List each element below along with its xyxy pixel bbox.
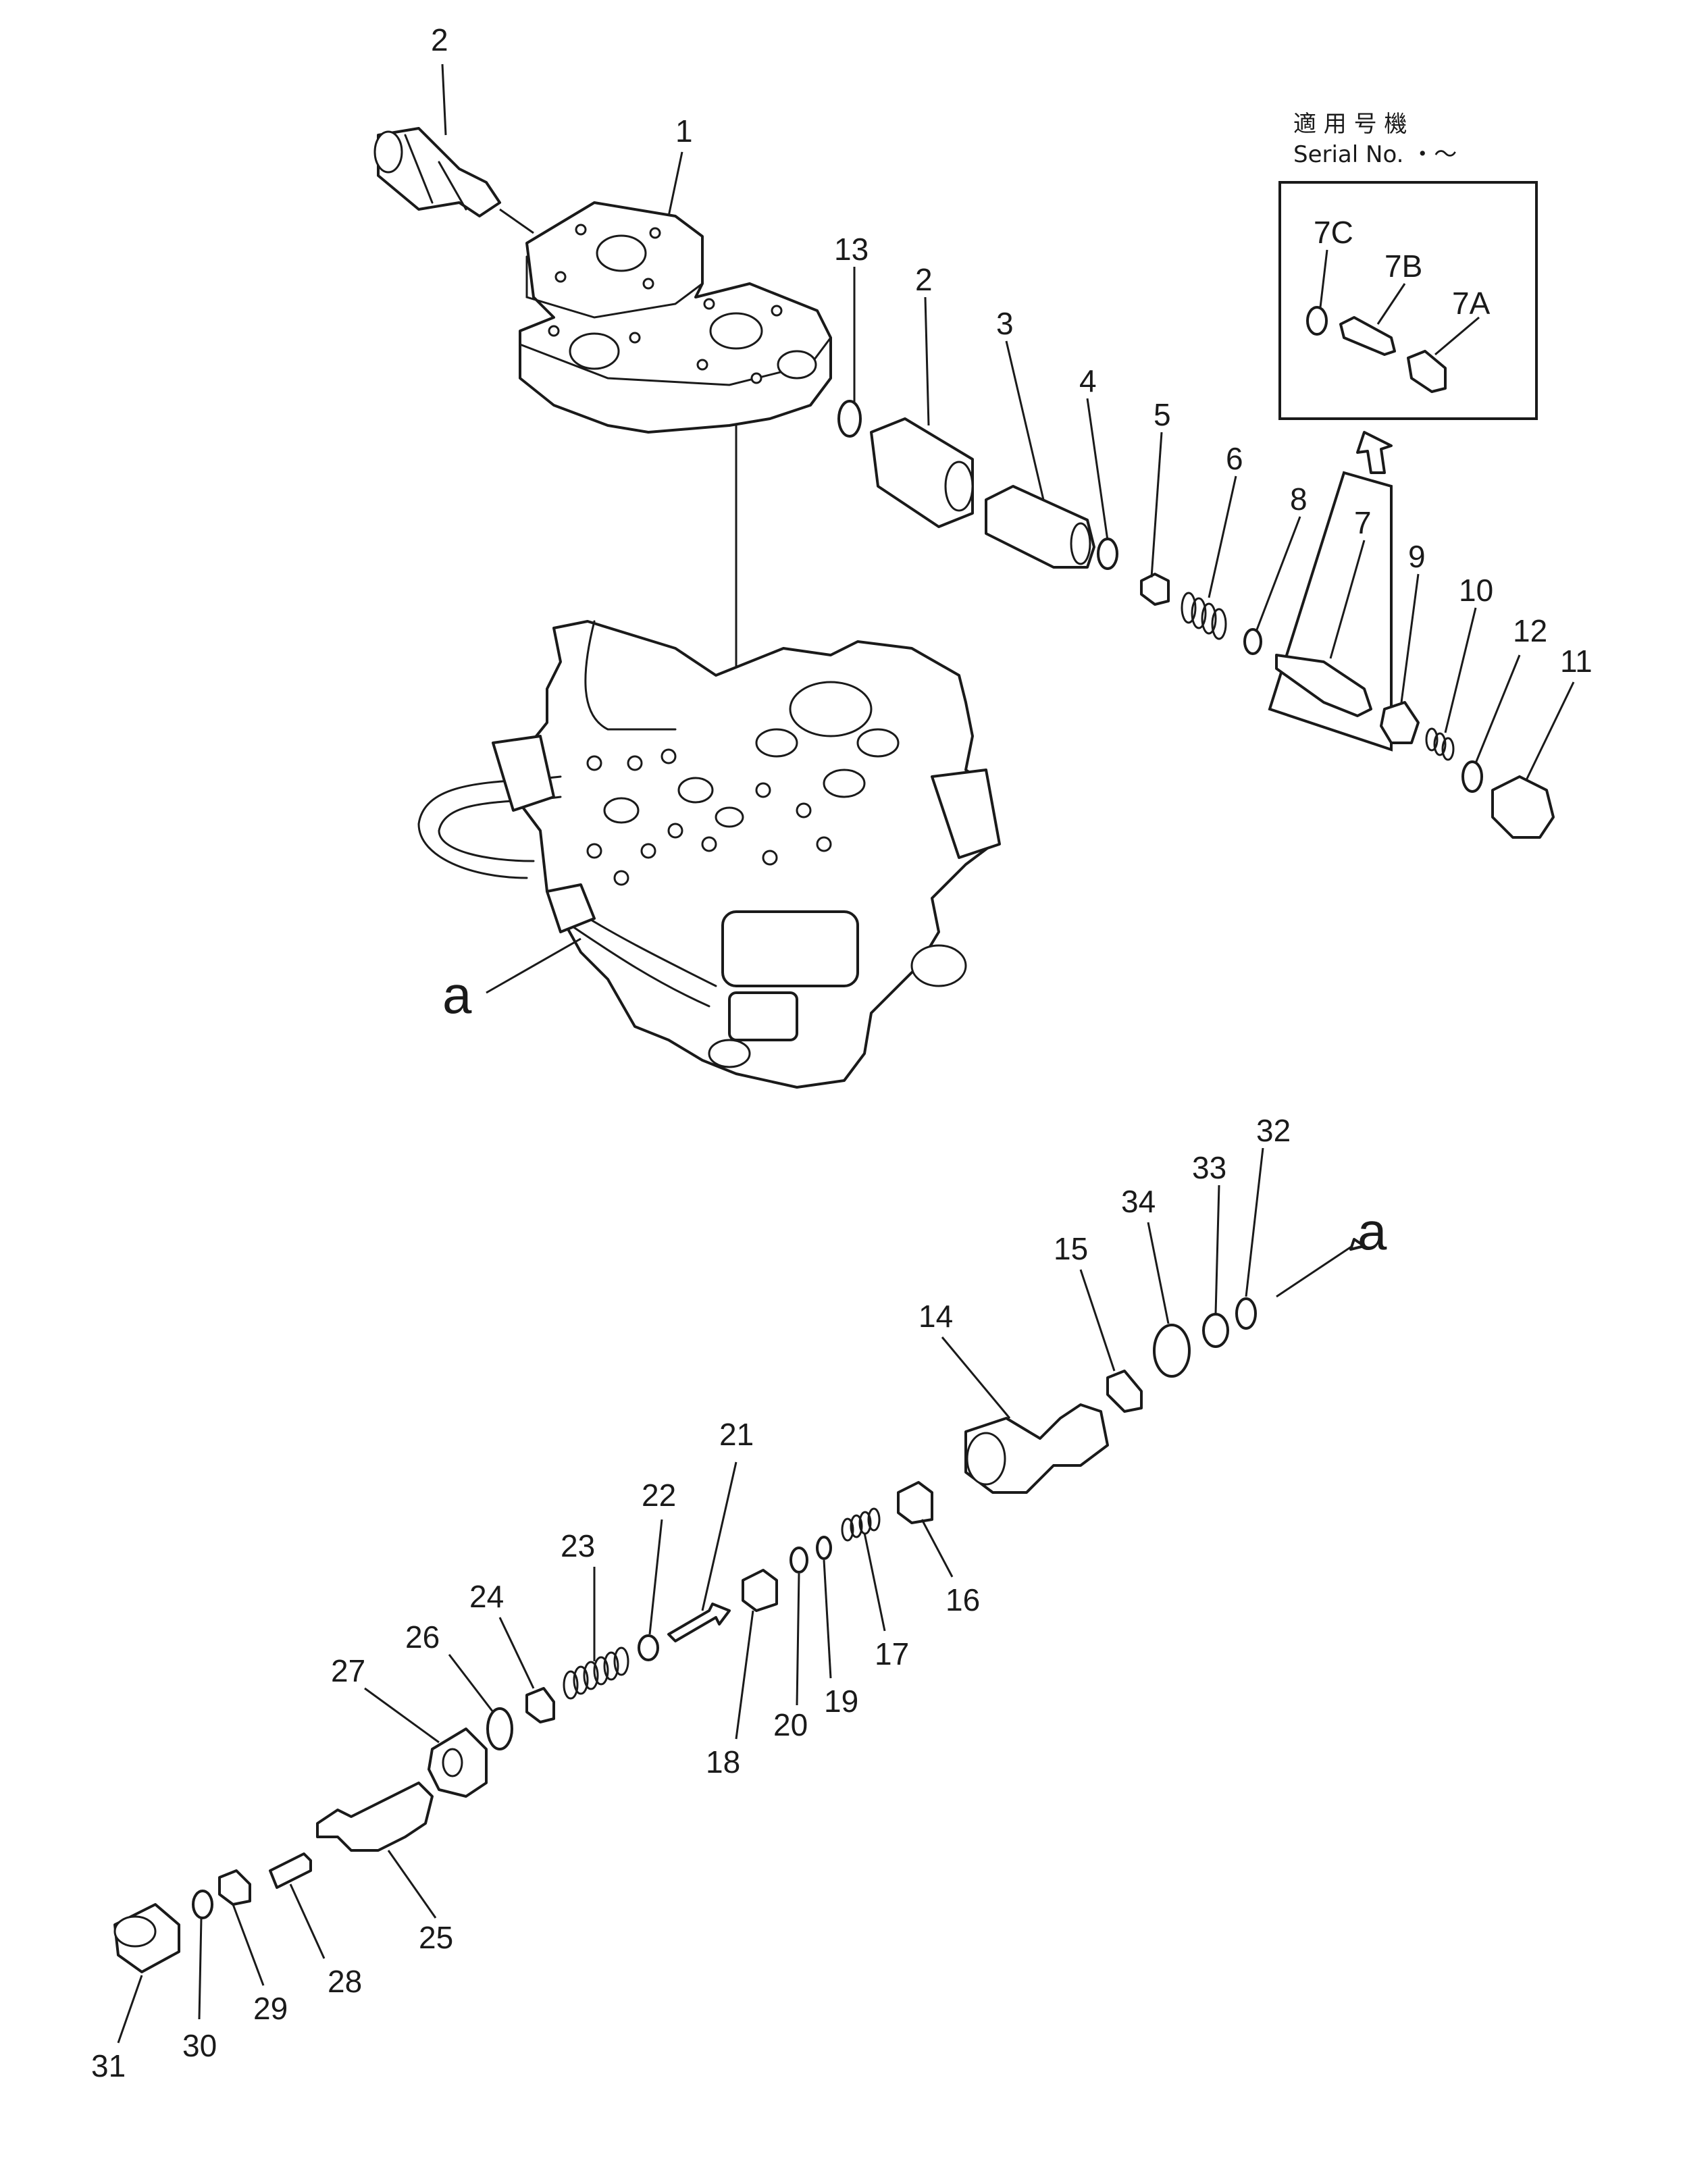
ref-label-a-left: a [442,965,472,1024]
oring-part-13 [837,400,862,438]
label-7a: 7A [1452,286,1491,321]
pin-part-28 [269,1852,312,1889]
nut-part-29 [218,1869,251,1906]
label-8: 8 [1290,482,1308,517]
label-33: 33 [1192,1150,1226,1185]
label-21: 21 [719,1417,754,1452]
spring-part-23 [563,1646,629,1700]
oring-part-12 [1461,760,1483,793]
detail-part-7b [1339,316,1396,356]
upper-exploded-parts [837,400,1555,839]
spool-part-3 [985,485,1095,569]
arrow-part-21 [667,1603,731,1642]
oring-part-32 [1235,1297,1257,1330]
ring-part-20 [790,1547,808,1574]
label-16: 16 [946,1582,980,1617]
poppet-part-5 [1140,573,1170,606]
detail-box [1278,181,1538,420]
label-31: 31 [91,2048,126,2083]
label-4: 4 [1079,363,1097,398]
label-20: 20 [773,1707,808,1742]
poppet-part-18 [742,1569,778,1612]
spring-part-10 [1425,727,1455,761]
detail-labels: 7C 7B 7A [1314,215,1491,321]
label-25: 25 [419,1920,453,1955]
spring-part-17 [841,1507,881,1542]
label-28: 28 [328,1964,362,1999]
detail-part-7a [1407,350,1447,393]
label-30: 30 [182,2028,217,2063]
label-1: 1 [675,113,693,149]
main-valve-body [417,620,1001,1089]
label-5: 5 [1154,397,1171,432]
serial-note-japanese: 適 用 号 機 [1293,111,1407,138]
label-7c: 7C [1314,215,1353,250]
cartridge-part-2-top [373,127,534,234]
label-11: 11 [1560,644,1593,679]
label-7b: 7B [1384,249,1422,284]
serial-note-english: Serial No. ・～ [1293,141,1457,168]
ref-label-a-right: a [1357,1201,1387,1261]
oring-part-34 [1153,1324,1191,1378]
part-labels: 2 1 13 2 3 4 5 6 8 7 9 10 12 11 34 33 32… [91,22,1593,2083]
label-3: 3 [996,306,1014,341]
label-7: 7 [1354,505,1372,540]
label-26: 26 [405,1619,440,1655]
oring-part-19 [816,1536,832,1560]
label-19: 19 [824,1684,858,1719]
label-18: 18 [706,1744,740,1779]
label-10: 10 [1459,573,1493,608]
oring-part-30 [192,1890,213,1919]
label-6: 6 [1226,441,1243,476]
label-9: 9 [1408,539,1426,574]
oring-part-4 [1097,538,1118,570]
valve-cover-part-1 [519,201,832,434]
plug-part-15 [1106,1370,1143,1413]
label-27: 27 [331,1653,365,1688]
lower-exploded-parts [113,1238,1366,1973]
label-15: 15 [1054,1231,1088,1266]
sleeve-part-16 [897,1481,933,1524]
label-13: 13 [834,232,869,267]
label-29: 29 [253,1991,288,2026]
label-2-top: 2 [431,22,448,57]
label-32: 32 [1256,1113,1291,1148]
ring-part-22 [638,1634,659,1661]
label-12: 12 [1513,613,1547,648]
label-23: 23 [561,1528,595,1563]
nut-part-9 [1380,701,1420,744]
label-2: 2 [915,262,933,297]
oring-part-8 [1243,628,1262,655]
label-17: 17 [875,1636,909,1671]
leader-lines [117,63,1575,2044]
arrow-up-icon [1356,431,1393,474]
label-14: 14 [918,1299,953,1334]
sleeve-part-24 [525,1687,555,1723]
detail-part-7c [1306,306,1328,336]
label-24: 24 [469,1579,504,1614]
relief-valve-part-7 [1275,654,1372,717]
spring-part-6 [1181,592,1227,640]
label-34: 34 [1121,1184,1156,1219]
oring-part-26 [486,1707,513,1750]
valve-part-25 [316,1782,434,1852]
ref-a-leader-top [486,937,581,994]
label-22: 22 [642,1478,676,1513]
detail-callout-frame [1268,471,1393,752]
ring-part-33 [1202,1313,1229,1348]
plug-part-11 [1491,775,1555,839]
